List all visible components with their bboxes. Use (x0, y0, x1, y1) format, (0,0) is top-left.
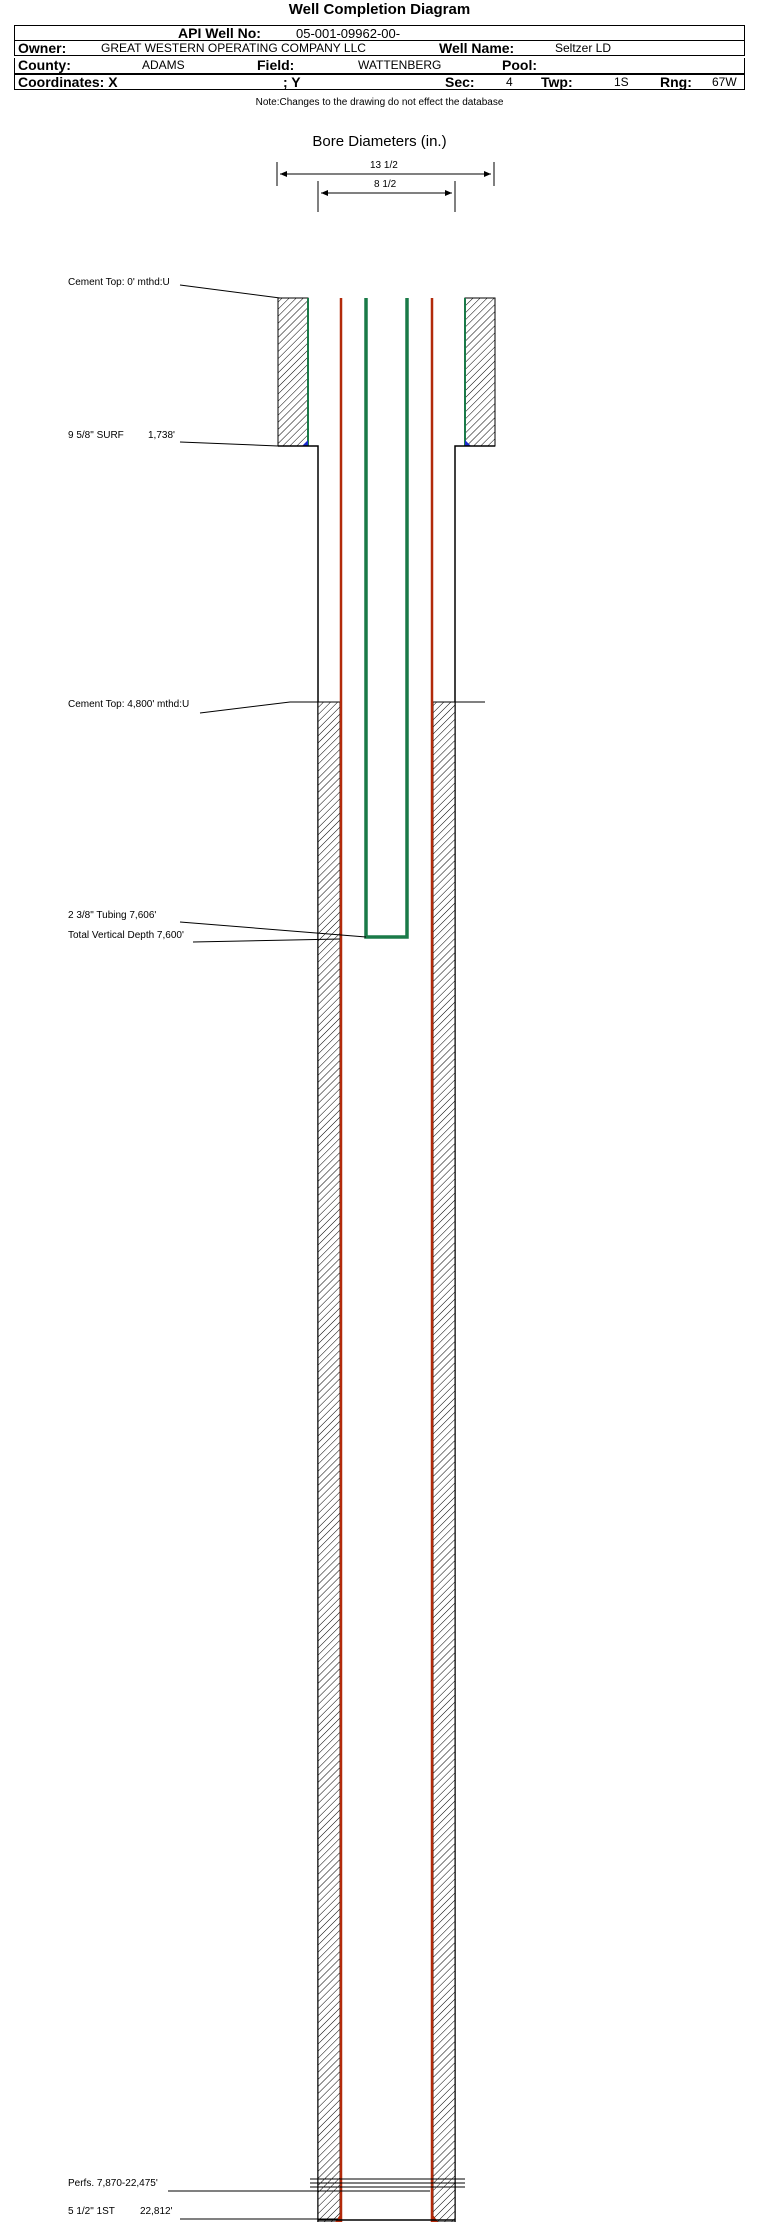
surface-shoe-left (302, 440, 308, 446)
tubing (364, 298, 409, 939)
header-row-county: County: ADAMS Field: WATTENBERG Pool: (14, 58, 745, 74)
sec-value: 4 (506, 75, 513, 89)
production-cement-left (317, 701, 341, 2222)
leader-tvd (192, 938, 341, 943)
leader-surface-casing (179, 441, 279, 447)
hole-step-right (454, 445, 495, 2222)
well-name-value: Seltzer LD (555, 41, 612, 55)
rng-value: 67W (712, 75, 737, 89)
rng-label: Rng: (660, 74, 692, 90)
leader-cement-top-production (199, 701, 320, 714)
cement-top-production-label: Cement Top: 4,800' mthd:U (68, 699, 190, 710)
production-cement-right (432, 701, 456, 2222)
surface-casing-depth-label: 1,738' (148, 430, 175, 441)
tubing-label: 2 3/8" Tubing 7,606' (68, 910, 157, 921)
sec-label: Sec: (445, 74, 475, 90)
surface-cement-left (277, 297, 309, 447)
leader-tubing (179, 921, 367, 938)
page-title: Well Completion Diagram (288, 1, 471, 18)
api-value: 05-001-09962-00- (296, 26, 401, 41)
tvd-label: Total Vertical Depth 7,600' (68, 930, 184, 941)
field-value: WATTENBERG (358, 58, 442, 72)
owner-label: Owner: (18, 40, 67, 56)
api-label: API Well No: (178, 25, 261, 41)
pool-label: Pool: (502, 57, 537, 73)
leader-cement-top-surface (179, 284, 281, 299)
diameter-label-outer: 13 1/2 (370, 160, 398, 171)
header-row-owner: Owner: GREAT WESTERN OPERATING COMPANY L… (14, 40, 745, 56)
perforations (310, 2178, 465, 2188)
coord-y-label: ; Y (283, 74, 301, 90)
cement-top-surface-label: Cement Top: 0' mthd:U (68, 277, 170, 288)
county-label: County: (18, 57, 71, 73)
surface-cement-right (464, 297, 496, 447)
perfs-label: Perfs. 7,870-22,475' (68, 2178, 158, 2189)
production-casing-depth-label: 22,812' (140, 2206, 173, 2217)
bore-diameters-title: Bore Diameters (in.) (312, 133, 447, 150)
county-value: ADAMS (142, 58, 185, 72)
surface-casing-name-label: 9 5/8" SURF (68, 430, 124, 441)
bore-dimension-inner (317, 181, 456, 212)
hole-step-left (278, 445, 319, 2222)
twp-label: Twp: (541, 74, 573, 90)
bore-dimension-outer (276, 162, 495, 186)
production-casing-name-label: 5 1/2" 1ST (68, 2206, 115, 2217)
header-row-coordinates: Coordinates: X ; Y Sec: 4 Twp: 1S Rng: 6… (14, 74, 745, 90)
twp-value: 1S (614, 75, 629, 89)
header-row-api: API Well No: 05-001-09962-00- (14, 25, 745, 41)
owner-value: GREAT WESTERN OPERATING COMPANY LLC (101, 41, 366, 55)
surface-shoe-right (465, 440, 471, 446)
diameter-label-inner: 8 1/2 (374, 179, 397, 190)
database-note: Note:Changes to the drawing do not effec… (255, 97, 504, 108)
coord-x-label: Coordinates: X (18, 74, 118, 90)
field-label: Field: (257, 57, 295, 73)
well-name-label: Well Name: (439, 40, 515, 56)
